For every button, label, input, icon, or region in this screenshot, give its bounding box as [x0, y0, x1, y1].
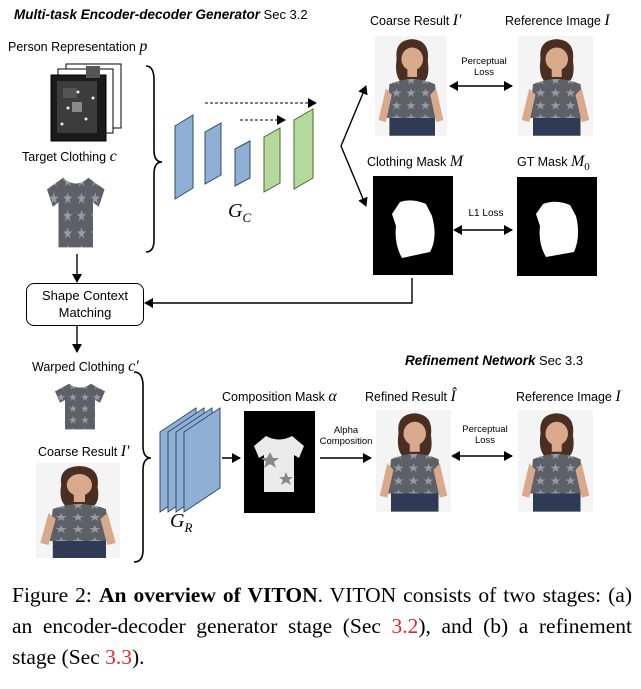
alpha-composition-label: Alpha Composition	[319, 425, 373, 447]
clothing-mask-image	[373, 176, 453, 275]
shape-context-matching-line2: Matching	[58, 305, 112, 320]
composition-mask-image	[244, 411, 315, 513]
reference-image-label-bottom: Reference Image I	[516, 388, 621, 405]
coarse-result-label: Coarse Result I′	[370, 12, 462, 29]
composition-mask-var: α	[328, 388, 337, 405]
l1-loss-label: L1 Loss	[468, 208, 504, 219]
target-clothing-image	[47, 177, 105, 248]
perceptual-loss-label-top: Perceptual Loss	[461, 56, 507, 78]
shape-context-matching-box: Shape Context Matching	[26, 283, 144, 326]
reference-image-var-top: I	[604, 12, 610, 29]
refined-result-label: Refined Result Î	[365, 388, 456, 405]
clothing-mask-label: Clothing Mask M	[367, 153, 464, 170]
caption-body-3: ).	[132, 645, 145, 669]
input-brace	[145, 65, 163, 253]
stage1-header: Multi-task Encoder-decoder Generator Sec…	[14, 8, 308, 22]
coarse-result-image	[375, 36, 447, 136]
gt-mask-image	[517, 177, 597, 276]
caption-body-2: ), and (b) a refinement stage (Sec	[12, 614, 632, 669]
warped-clothing-var: c′	[128, 358, 139, 375]
composition-mask-label: Composition Mask α	[222, 388, 337, 405]
arrow-mask-to-matching	[144, 278, 413, 308]
coarse-result-image-stage2	[36, 463, 120, 558]
reference-image-label-top: Reference Image I	[505, 12, 610, 29]
refinement-network-blocks	[159, 407, 221, 513]
stage1-header-title: Multi-task Encoder-decoder Generator	[14, 7, 261, 22]
coarse-result-var: I′	[452, 12, 462, 29]
clothing-mask-var: M	[449, 153, 464, 170]
caption-body-1: . VITON consists of two stages: (a) an e…	[12, 583, 633, 638]
warped-clothing-image	[55, 383, 105, 430]
stage2-header-title: Refinement Network	[405, 353, 536, 368]
stage2-header: Refinement Network Sec 3.3	[405, 354, 583, 368]
caption-prefix: Figure 2:	[12, 583, 99, 607]
target-clothing-var: c	[109, 148, 117, 165]
coarse-result-var-stage2: I′	[120, 443, 130, 460]
reference-image-bottom	[518, 410, 593, 512]
warped-clothing-label: Warped Clothing c′	[32, 358, 139, 375]
perceptual-loss-label-bottom: Perceptual Loss	[462, 424, 508, 446]
refined-result-image	[376, 410, 451, 512]
refined-result-var: Î	[450, 388, 456, 405]
arrow-to-mask	[340, 145, 368, 207]
generator-c-label: GC	[228, 200, 252, 225]
gt-mask-label: GT Mask M0	[517, 153, 590, 174]
shape-context-matching-line1: Shape Context	[41, 288, 128, 303]
reference-image-top	[518, 36, 593, 136]
encoder-blocks	[174, 114, 251, 200]
person-representation-label: Person Representation p	[8, 38, 148, 55]
person-representation-image	[50, 63, 122, 142]
stage2-header-sec: Sec 3.3	[539, 353, 584, 368]
coarse-result-label-stage2: Coarse Result I′	[38, 443, 130, 460]
caption-ref-sec-3-2[interactable]: 3.2	[391, 614, 419, 638]
person-representation-var: p	[139, 38, 148, 55]
reference-image-var-bottom: I	[615, 388, 621, 405]
caption-ref-sec-3-3[interactable]: 3.3	[105, 645, 133, 669]
caption-bold: An overview of VITON	[98, 583, 318, 607]
arrow-to-coarse	[340, 85, 368, 147]
refinement-input-brace	[133, 371, 152, 563]
gt-mask-var: M0	[570, 153, 590, 174]
decoder-blocks	[263, 108, 314, 193]
figure-caption: Figure 2: An overview of VITON. VITON co…	[12, 580, 632, 673]
stage1-header-sec: Sec 3.2	[263, 7, 308, 22]
target-clothing-label: Target Clothing c	[22, 148, 117, 165]
generator-r-label: GR	[170, 510, 193, 535]
